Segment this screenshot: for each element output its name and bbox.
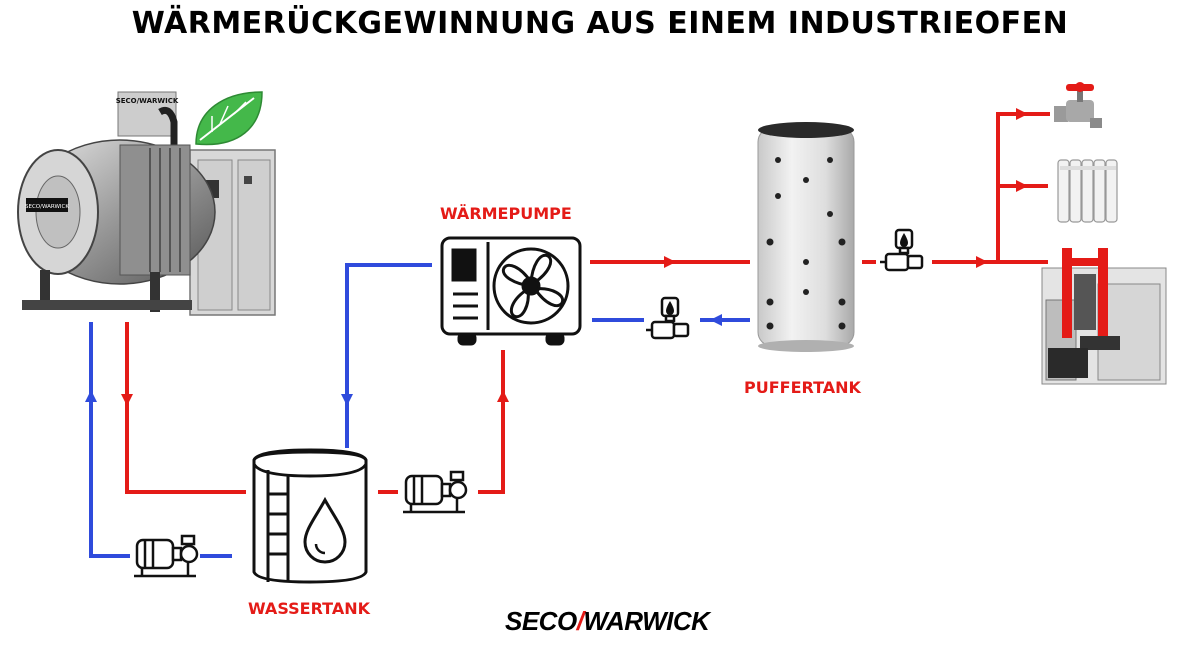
buffer-tank-label: PUFFERTANK	[744, 378, 861, 397]
flow-arrows	[85, 108, 1028, 406]
diagram-title: WÄRMERÜCKGEWINNUNG AUS EINEM INDUSTRIEOF…	[131, 6, 1069, 41]
cold-pipe-heatpump-to-watertank	[345, 263, 432, 448]
furnace-badge: SECO/WARWICK	[116, 97, 179, 105]
cold-pipe-return-to-furnace	[89, 322, 130, 558]
buffer-tank	[757, 122, 855, 352]
brand-logo: SECO/WARWICK	[505, 606, 710, 637]
arrow-down-furnace	[121, 394, 133, 406]
arrow-up-furnace	[85, 390, 97, 402]
logo-part2: WARWICK	[583, 606, 710, 636]
industrial-furnace: SECO/WARWICK SECO/WARWICK	[17, 91, 276, 316]
pump-icon	[134, 534, 199, 578]
furnace-door-plate: SECO/WARWICK	[25, 204, 69, 210]
pipes	[89, 112, 1050, 558]
arrow-left-from-buffer	[710, 314, 722, 326]
valve-pump-icon	[880, 228, 924, 272]
arrow-right-radiator	[1016, 180, 1028, 192]
pump-icon	[403, 470, 468, 514]
hot-pipe-riser	[996, 112, 1050, 262]
machine-icon	[1041, 248, 1167, 385]
logo-part1: SECO	[505, 606, 577, 636]
leaf-icon	[195, 91, 263, 146]
logo-slash: /	[576, 606, 584, 636]
hot-pipe-pump-to-heatpump	[478, 350, 505, 494]
faucet-icon	[1054, 82, 1102, 128]
arrow-right-faucet	[1016, 108, 1028, 120]
arrow-right-to-buffer	[664, 256, 676, 268]
arrow-down-heatpump-return	[341, 394, 353, 406]
arrow-right-consumers	[976, 256, 988, 268]
water-tank-label: WASSERTANK	[248, 599, 371, 618]
valve-pump-icon	[646, 296, 690, 340]
arrow-up-heatpump-supply	[497, 390, 509, 402]
heat-pump-label: WÄRMEPUMPE	[440, 204, 572, 223]
water-tank-icon	[252, 448, 368, 584]
heat-pump-icon	[440, 236, 582, 346]
hot-pipe-furnace-to-watertank	[125, 322, 246, 494]
radiator-icon	[1057, 159, 1118, 223]
